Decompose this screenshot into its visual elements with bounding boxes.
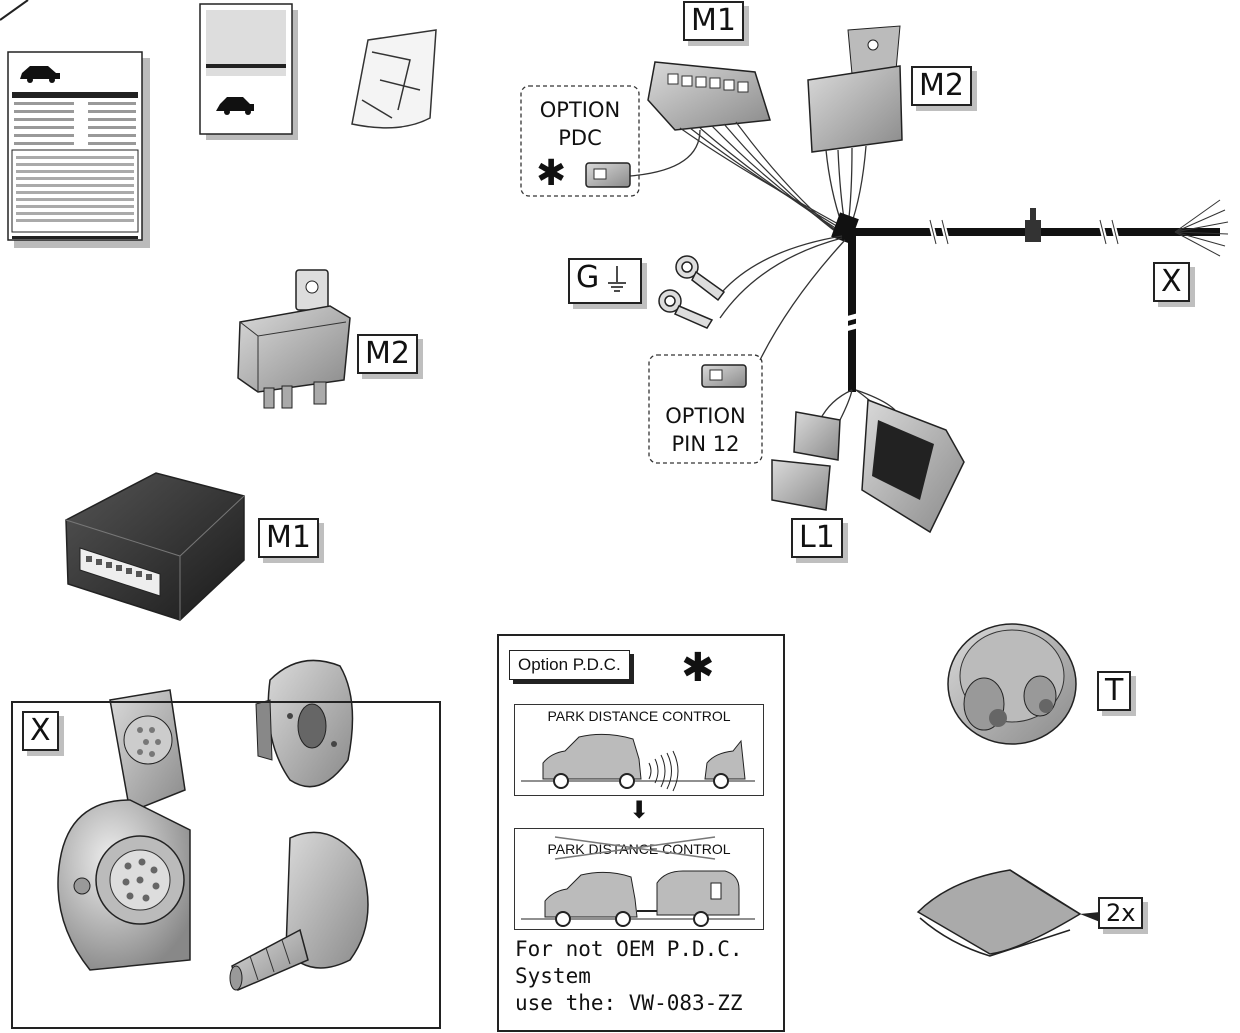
label-x-right: X — [1153, 262, 1190, 302]
label-m2-left: M2 — [357, 334, 418, 374]
pdc-note: For not OEM P.D.C. System use the: VW-08… — [515, 936, 775, 1017]
ring-terminal-icon — [658, 255, 726, 329]
option-pdc-star: ✱ — [536, 153, 567, 194]
label-m1-top: M1 — [683, 1, 744, 41]
label-x-box: X — [22, 711, 59, 751]
pin12-plug-icon — [701, 364, 747, 388]
corner-line — [0, 0, 29, 21]
option-pdc-label: OPTION PDC — [521, 96, 639, 152]
wiring-harness-icon — [629, 129, 1229, 392]
ground-symbol-icon — [608, 266, 626, 292]
pdc-plug-icon — [585, 162, 631, 188]
pdc-panel-after: PARK DISTANCE CONTROL — [514, 828, 764, 930]
pdc-panel-before-caption: PARK DISTANCE CONTROL — [547, 708, 731, 724]
option-pin12-label: OPTION PIN 12 — [649, 402, 762, 458]
l1-connector-icon — [771, 389, 965, 534]
car-sensor-icon — [521, 733, 755, 792]
option-pin12-line2: PIN 12 — [671, 432, 740, 456]
label-t: T — [1097, 671, 1132, 711]
m2-relay-icon — [807, 25, 903, 229]
option-pin12-frame — [648, 354, 763, 464]
option-pdc-frame — [520, 85, 640, 197]
pdc-info-box: Option P.D.C. ✱ PARK DISTANCE CONTROL ⬇ … — [497, 634, 785, 1032]
plastic-bag-icon — [351, 29, 437, 129]
instruction-sheet-icon — [7, 51, 150, 248]
option-pdc-line1: OPTION — [539, 98, 621, 122]
relay-icon — [237, 269, 351, 409]
label-g-text: G — [576, 260, 600, 295]
label-l1: L1 — [791, 518, 843, 558]
label-g: G — [568, 258, 642, 304]
control-module-icon — [65, 472, 245, 621]
pdc-note-line1: For not OEM P.D.C. — [515, 937, 743, 961]
pdc-title: Option P.D.C. — [509, 650, 630, 680]
pdc-panel-before: PARK DISTANCE CONTROL — [514, 704, 764, 796]
cable-seal-icon — [229, 831, 369, 992]
pdc-note-line3: use the: VW-083-ZZ — [515, 991, 743, 1015]
x-parts-frame — [11, 701, 441, 1029]
m1-connector-icon — [647, 61, 843, 237]
grommet-icon — [947, 623, 1077, 745]
option-pin12-line1: OPTION — [665, 404, 746, 428]
tape-icon — [916, 869, 1100, 957]
pdc-note-line2: System — [515, 964, 591, 988]
pdc-star: ✱ — [681, 645, 715, 691]
socket-icon — [57, 689, 191, 971]
seal-plate-icon — [255, 659, 354, 788]
label-2x: 2x — [1098, 897, 1144, 929]
arrow-down-icon: ⬇ — [629, 796, 650, 824]
label-m1-left: M1 — [258, 518, 319, 558]
car-trailer-icon — [521, 836, 755, 927]
option-pdc-line2: PDC — [558, 126, 602, 150]
label-m2-top: M2 — [911, 66, 972, 106]
parts-list-icon — [199, 3, 298, 140]
